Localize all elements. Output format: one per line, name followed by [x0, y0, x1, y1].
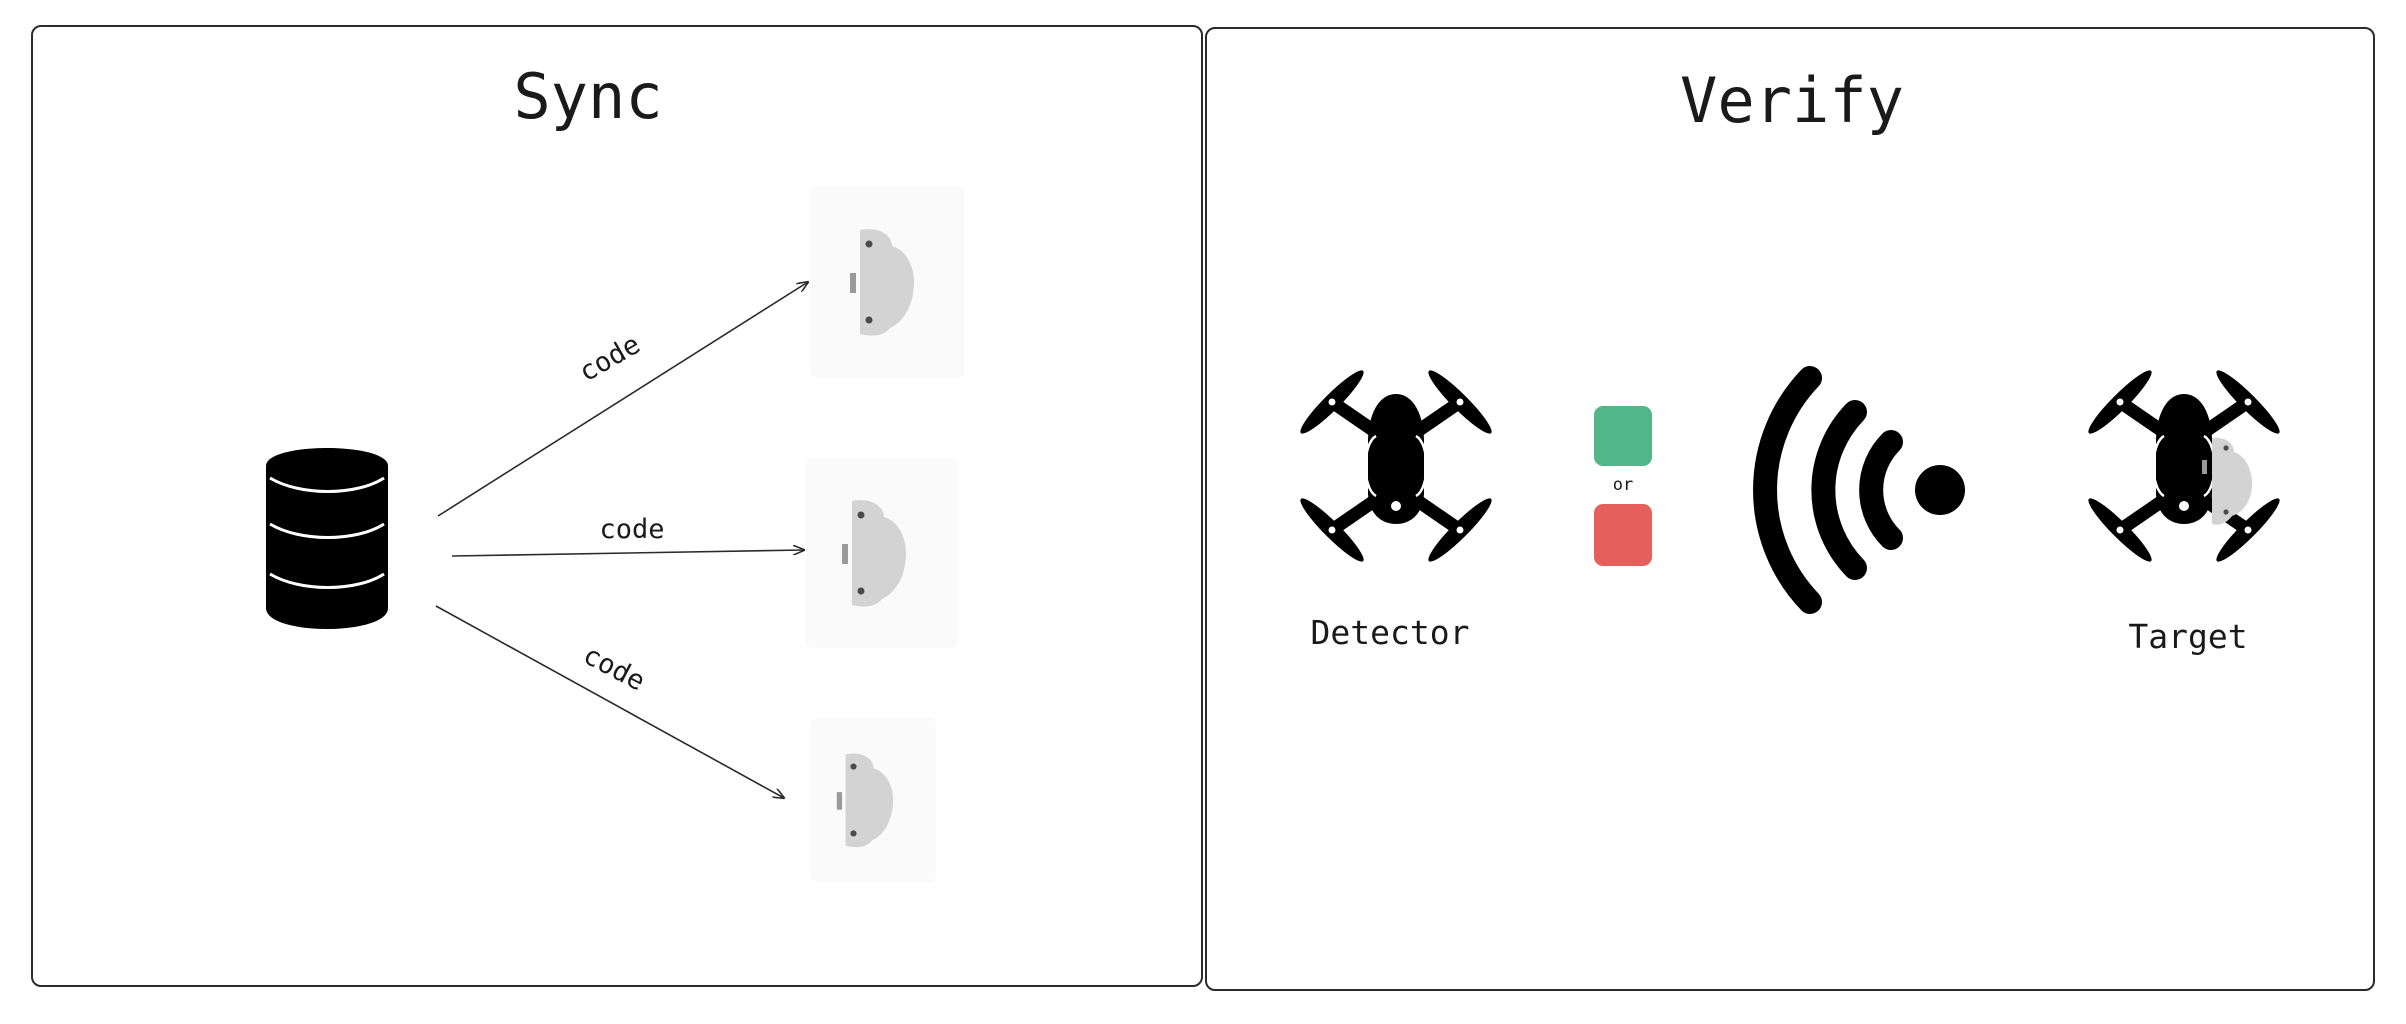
- sync-panel-title: Sync: [513, 60, 662, 133]
- sync-panel: Sync code code code: [31, 25, 1203, 987]
- sync-arrow-top: [437, 282, 808, 517]
- pod-device-icon-top: [810, 186, 964, 378]
- sync-panel-frame: [31, 25, 1203, 987]
- verify-panel-title: Verify: [1680, 64, 1904, 137]
- status-fail-square: [1594, 504, 1652, 566]
- target-drone-icon: [2083, 365, 2285, 567]
- pod-device-icon-bottom: [810, 718, 936, 882]
- pod-device-icon-middle: [806, 458, 958, 648]
- detector-label: Detector: [1311, 613, 1470, 652]
- status-pass-square: [1594, 406, 1652, 466]
- verify-panel: Verify Detector or Target: [1205, 27, 2375, 991]
- target-attached-device-icon: [2202, 437, 2252, 525]
- wireless-signal-icon: [1753, 366, 1965, 614]
- sync-arrow-middle: [451, 550, 804, 557]
- target-label: Target: [2128, 617, 2247, 656]
- verify-panel-frame: [1205, 27, 2375, 991]
- status-separator-text: or: [1613, 475, 1633, 495]
- sync-arrow-label-middle: code: [599, 514, 664, 545]
- sync-arrow-bottom: [435, 605, 784, 798]
- database-icon: [266, 448, 388, 629]
